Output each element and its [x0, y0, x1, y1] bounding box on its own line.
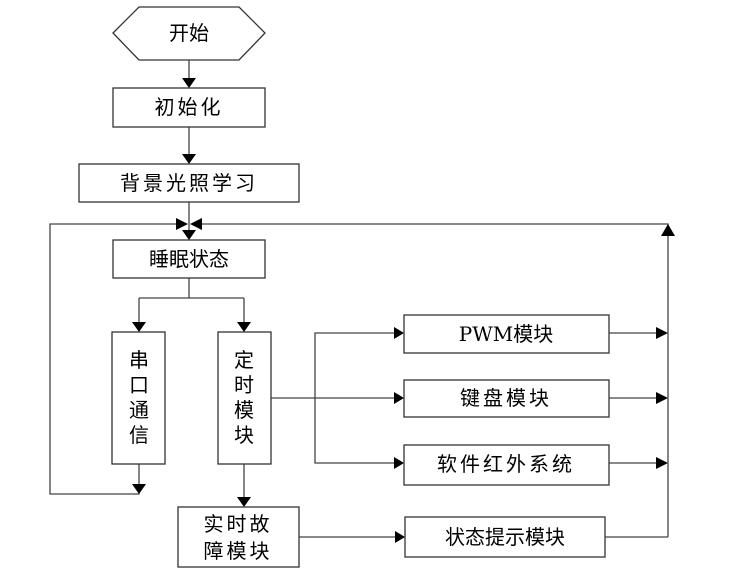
arrow-head: [132, 322, 146, 332]
timer-label: 定时模块: [234, 348, 254, 447]
init-box: [112, 87, 266, 128]
timer-box: [217, 331, 272, 465]
node-ir: 软件红外系统: [403, 444, 610, 486]
pwm-box: [403, 314, 610, 354]
arrow-head: [661, 224, 675, 236]
arrow-head: [656, 457, 668, 469]
node-timer: 定时模块: [217, 331, 272, 465]
ir-label: 软件红外系统: [437, 452, 575, 476]
bg-learn-label: 背景光照学习: [120, 171, 258, 195]
start-label: 开始: [169, 21, 209, 45]
fault-box: [177, 506, 300, 568]
vertical-label-char: 信: [129, 423, 149, 447]
arrow-head: [182, 78, 196, 88]
vertical-label-char: 口: [129, 373, 149, 397]
node-pwm: PWM模块: [403, 314, 610, 354]
node-sleep: 睡眠状态: [112, 239, 266, 279]
node-serial: 串口通信: [111, 331, 166, 465]
arrow-head: [394, 392, 404, 404]
node-fault: 实时故 障模块: [177, 506, 300, 568]
bg-learn-box: [78, 163, 300, 203]
edges: [49, 60, 675, 543]
fault-label-line2: 障模块: [204, 539, 273, 563]
keyboard-box: [403, 379, 610, 418]
arrow-head: [190, 218, 202, 230]
init-label: 初始化: [155, 95, 224, 119]
fault-label-line1: 实时故: [204, 512, 273, 536]
arrow-head: [394, 327, 404, 339]
vertical-label-char: 定: [234, 348, 254, 372]
node-status: 状态提示模块: [404, 516, 606, 558]
vertical-label-char: 块: [234, 423, 254, 447]
arrow-head: [182, 230, 196, 240]
status-label: 状态提示模块: [445, 525, 565, 549]
arrow-head: [656, 392, 668, 404]
sleep-box: [112, 239, 266, 279]
arrow-head: [237, 322, 251, 332]
sleep-label: 睡眠状态: [149, 247, 229, 271]
edge-right-loop-top: [200, 223, 669, 236]
arrow-head: [182, 154, 196, 164]
arrow-head: [237, 497, 251, 507]
vertical-label-char: 通: [129, 398, 149, 422]
serial-box: [111, 331, 166, 465]
arrow-head: [394, 457, 404, 469]
edge-timer-branch: [314, 332, 396, 464]
arrow-head: [132, 484, 146, 494]
node-start: 开始: [112, 6, 266, 61]
arrow-head: [395, 531, 405, 543]
start-hexagon: [112, 6, 266, 61]
pwm-label: PWM模块: [459, 322, 554, 346]
ir-box: [403, 444, 610, 486]
node-init: 初始化: [112, 87, 266, 128]
vertical-label-char: 时: [234, 373, 254, 397]
keyboard-label: 键盘模块: [460, 386, 552, 410]
node-keyboard: 键盘模块: [403, 379, 610, 418]
status-box: [404, 516, 606, 558]
serial-label: 串口通信: [129, 348, 149, 447]
vertical-label-char: 模: [234, 398, 254, 422]
arrow-head: [656, 327, 668, 339]
arrow-head: [176, 218, 188, 230]
node-bg-learn: 背景光照学习: [78, 163, 300, 203]
vertical-label-char: 串: [129, 348, 149, 372]
